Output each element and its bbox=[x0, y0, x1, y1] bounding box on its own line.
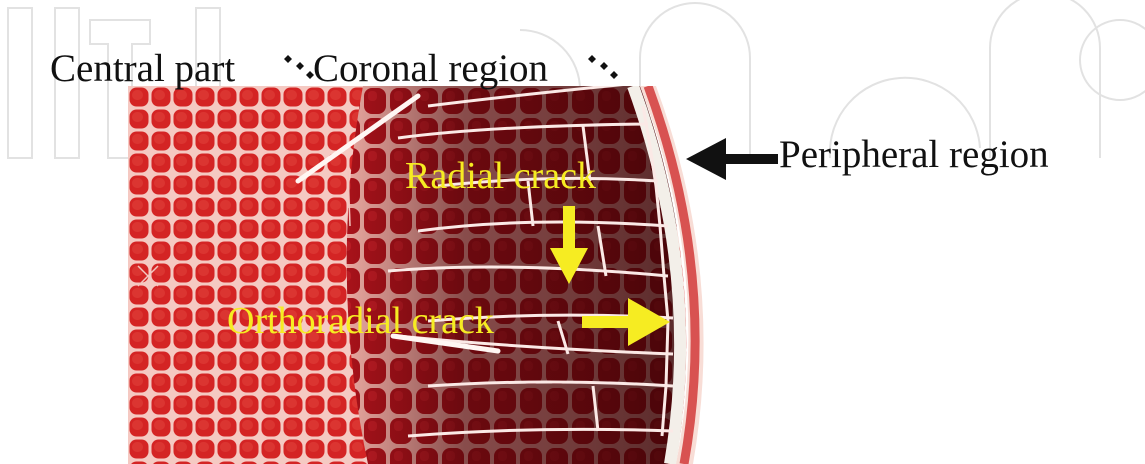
arrow-left-icon bbox=[686, 136, 778, 182]
peripheral-region-label: Peripheral region bbox=[779, 135, 1049, 174]
diamond-separator-icon bbox=[586, 52, 620, 86]
arrow-right-icon bbox=[582, 298, 670, 346]
diamond-separator-icon bbox=[282, 52, 316, 86]
coronal-region-label: Coronal region bbox=[313, 49, 548, 88]
radial-crack-label: Radial crack bbox=[405, 157, 596, 195]
central-part-label: Central part bbox=[50, 49, 235, 88]
orthoradial-crack-label: Orthoradial crack bbox=[227, 302, 494, 340]
crack-pattern-photo bbox=[128, 86, 708, 464]
arrow-down-icon bbox=[550, 206, 588, 284]
